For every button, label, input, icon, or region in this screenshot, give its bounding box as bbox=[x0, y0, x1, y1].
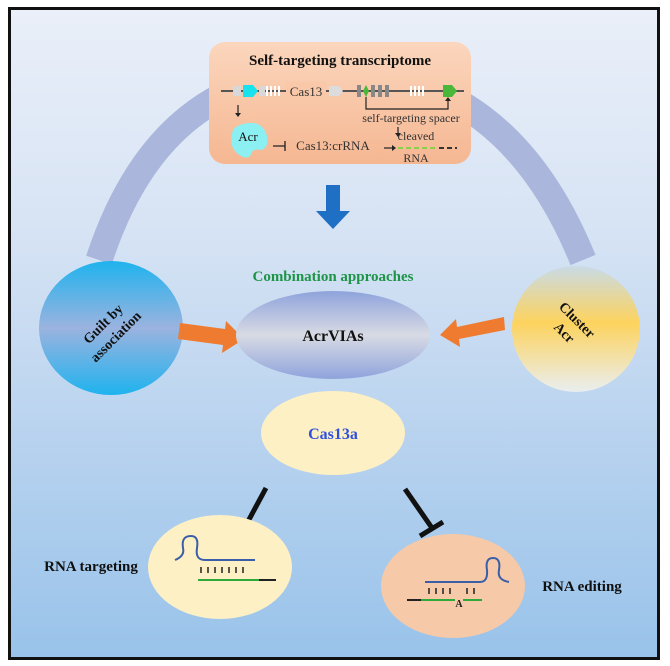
rna-targeting-node bbox=[148, 515, 292, 619]
cleaved-label: cleaved bbox=[398, 129, 435, 143]
rna-label: RNA bbox=[403, 151, 429, 165]
left-orange-arrow-icon bbox=[178, 321, 244, 353]
rna-editing-node: A bbox=[381, 534, 525, 638]
inhibit-right-icon bbox=[402, 487, 445, 539]
combination-heading: Combination approaches bbox=[252, 269, 413, 285]
rna-editing-label: RNA editing bbox=[542, 579, 622, 595]
target-gene-icon bbox=[443, 85, 457, 97]
rna-targeting-label: RNA targeting bbox=[44, 559, 138, 575]
spacer-label: self-targeting spacer bbox=[362, 111, 459, 125]
crrna-strand-icon bbox=[174, 534, 255, 561]
crrna-strand-icon-2 bbox=[425, 556, 510, 583]
cas13-gene-label: Cas13 bbox=[290, 84, 323, 99]
top-box-title: Self-targeting transcriptome bbox=[249, 53, 431, 69]
acr-protein-icon bbox=[231, 122, 268, 158]
cas13a-node: Cas13a bbox=[261, 391, 405, 475]
self-targeting-bracket bbox=[365, 97, 449, 110]
figure-frame: Self-targeting transcriptome Cas13 self-… bbox=[8, 7, 660, 660]
crispr-array-icon bbox=[357, 85, 389, 97]
diagram-canvas: Self-targeting transcriptome Cas13 self-… bbox=[39, 42, 640, 638]
cas13-gene-icon bbox=[329, 86, 343, 96]
cas13a-label: Cas13a bbox=[308, 426, 358, 443]
acr-label: Acr bbox=[238, 129, 258, 144]
acrvias-node: AcrVIAs bbox=[236, 291, 430, 379]
complex-label: Cas13:crRNA bbox=[296, 138, 370, 153]
right-orange-arrow-icon bbox=[440, 317, 505, 347]
down-arrow-icon bbox=[316, 185, 350, 229]
edited-base-label: A bbox=[455, 599, 463, 610]
inhibition-symbol bbox=[273, 141, 286, 151]
acrvias-label: AcrVIAs bbox=[302, 328, 363, 345]
self-targeting-box: Self-targeting transcriptome Cas13 self-… bbox=[209, 42, 471, 165]
guilt-by-association-node: Guilt by association bbox=[39, 261, 183, 395]
acr-gene-icon bbox=[243, 85, 258, 97]
cluster-acr-node: Cluster Acr bbox=[512, 266, 640, 392]
